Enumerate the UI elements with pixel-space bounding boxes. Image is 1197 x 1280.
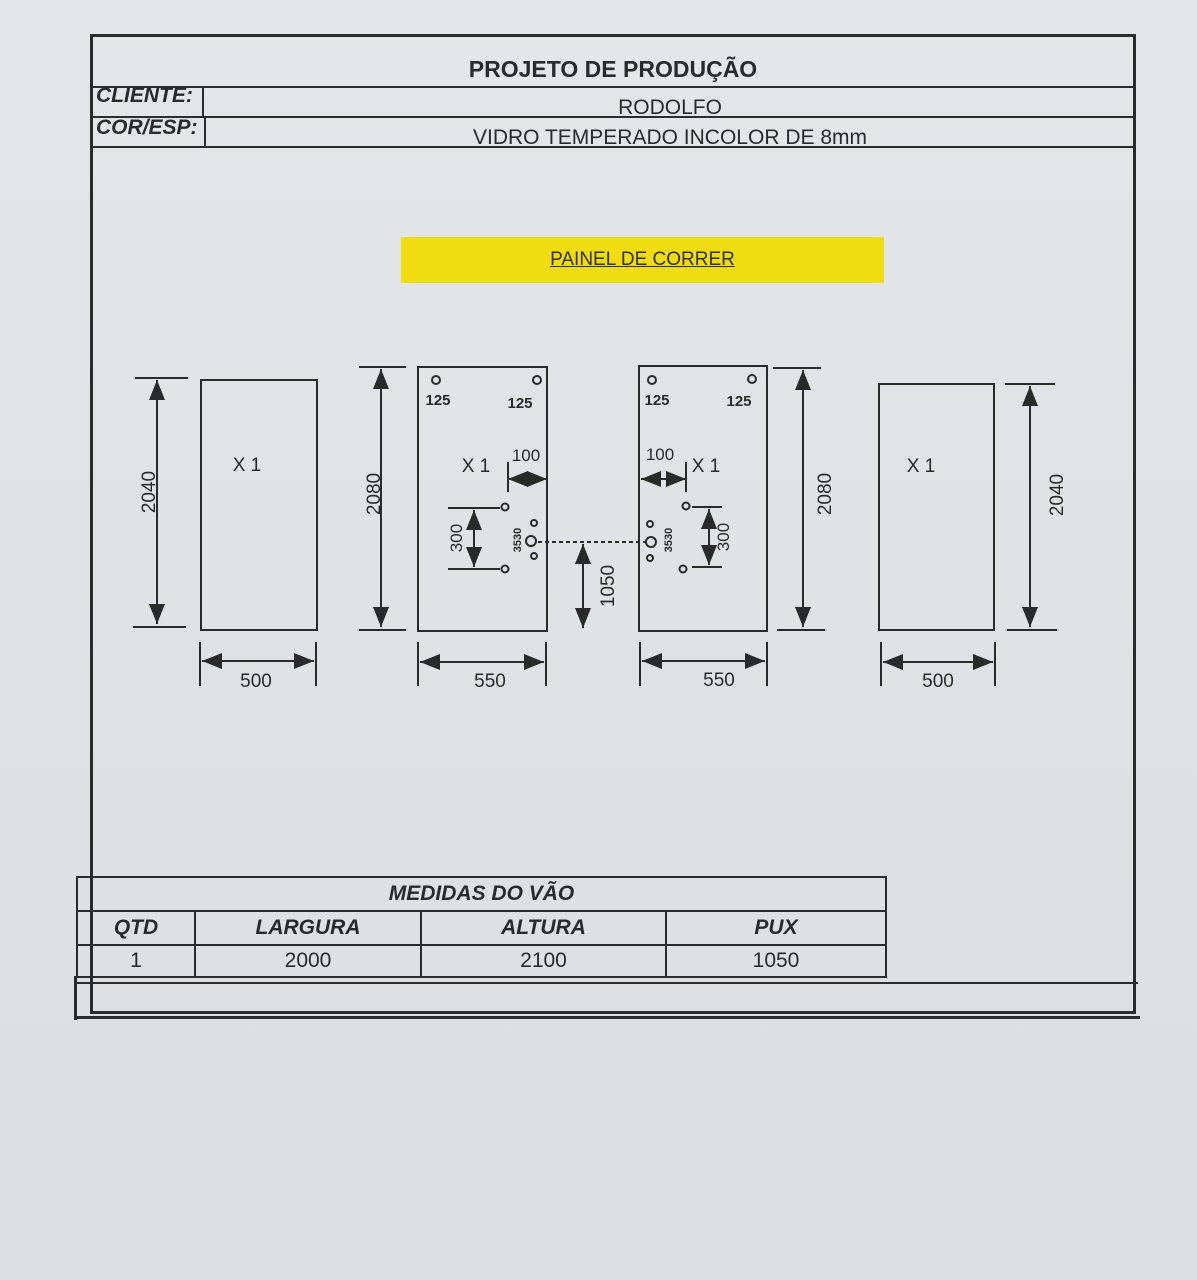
hole xyxy=(530,519,538,527)
panel-2-qty: X 1 xyxy=(462,456,491,477)
hole xyxy=(646,554,654,562)
hole xyxy=(431,375,441,385)
divider xyxy=(74,976,77,1020)
divider xyxy=(90,116,1136,118)
color-value: VIDRO TEMPERADO INCOLOR DE 8mm xyxy=(473,126,867,149)
panel-3-qty: X 1 xyxy=(692,456,721,477)
divider xyxy=(90,86,1136,88)
column-header: ALTURA xyxy=(420,910,667,946)
hole xyxy=(500,564,510,574)
divider xyxy=(74,1016,1140,1019)
panel-2-edge-offset-label: 100 xyxy=(512,446,540,465)
panel-3-hole-spacing-label: 300 xyxy=(714,523,733,551)
hole xyxy=(530,552,538,560)
panel-4-outline xyxy=(878,383,995,631)
hole xyxy=(646,520,654,528)
table-title: MEDIDAS DO VÃO xyxy=(76,876,887,912)
hole xyxy=(747,374,757,384)
panel-3-height-label: 2080 xyxy=(815,473,836,515)
handle-hole xyxy=(645,536,657,548)
column-header: QTD xyxy=(76,910,196,946)
opening-measurements-table: MEDIDAS DO VÃO QTD LARGURA ALTURA PUX 1 … xyxy=(76,876,887,978)
column-header: LARGURA xyxy=(194,910,422,946)
panel-2-hole-spacing-label: 300 xyxy=(447,524,466,552)
divider xyxy=(202,86,204,116)
banner-label: PAINEL DE CORRER xyxy=(550,249,735,270)
divider xyxy=(74,982,1138,984)
panel-3-hole-left-label: 125 xyxy=(644,392,669,409)
table-cell: 2100 xyxy=(420,944,667,978)
table-cell: 1 xyxy=(76,944,196,978)
panel-2-height-label: 2080 xyxy=(364,473,385,515)
panel-4-height-label: 2040 xyxy=(1047,474,1068,516)
client-label: CLIENTE: xyxy=(96,84,193,107)
panel-3-hole-offset-label: 3530 xyxy=(663,528,675,552)
panel-3-width-label: 550 xyxy=(703,670,735,691)
table-cell: 2000 xyxy=(194,944,422,978)
panel-3-edge-offset-label: 100 xyxy=(646,445,674,464)
panel-2-width-label: 550 xyxy=(474,671,506,692)
hole xyxy=(647,375,657,385)
sheet-frame xyxy=(90,34,1136,1014)
divider xyxy=(90,146,1136,148)
color-label: COR/ESP: xyxy=(96,116,198,139)
table-row: 1 2000 2100 1050 xyxy=(76,944,887,978)
hole xyxy=(681,501,691,511)
hole xyxy=(500,502,510,512)
hole xyxy=(532,375,542,385)
table-cell: 1050 xyxy=(665,944,887,978)
client-value: RODOLFO xyxy=(618,96,722,119)
panel-3-outline xyxy=(638,365,768,632)
page-title: PROJETO DE PRODUÇÃO xyxy=(468,56,758,82)
hole xyxy=(678,564,688,574)
handle-hole xyxy=(525,535,537,547)
panel-2-hole-right-label: 125 xyxy=(507,395,532,412)
panel-4-qty: X 1 xyxy=(907,456,936,477)
panel-2-hole-left-label: 125 xyxy=(425,392,450,409)
panel-1-width-label: 500 xyxy=(240,671,272,692)
section-banner: PAINEL DE CORRER xyxy=(401,237,884,283)
panel-4-width-label: 500 xyxy=(922,671,954,692)
column-header: PUX xyxy=(665,910,887,946)
panel-1-outline xyxy=(200,379,318,631)
panel-3-hole-right-label: 125 xyxy=(726,393,751,410)
panel-1-height-label: 2040 xyxy=(139,471,160,513)
panel-2-hole-offset-label: 3530 xyxy=(512,528,524,552)
handle-height-label: 1050 xyxy=(598,565,619,607)
divider xyxy=(204,116,206,146)
panel-1-qty: X 1 xyxy=(233,455,262,476)
panel-2-outline xyxy=(417,366,548,632)
